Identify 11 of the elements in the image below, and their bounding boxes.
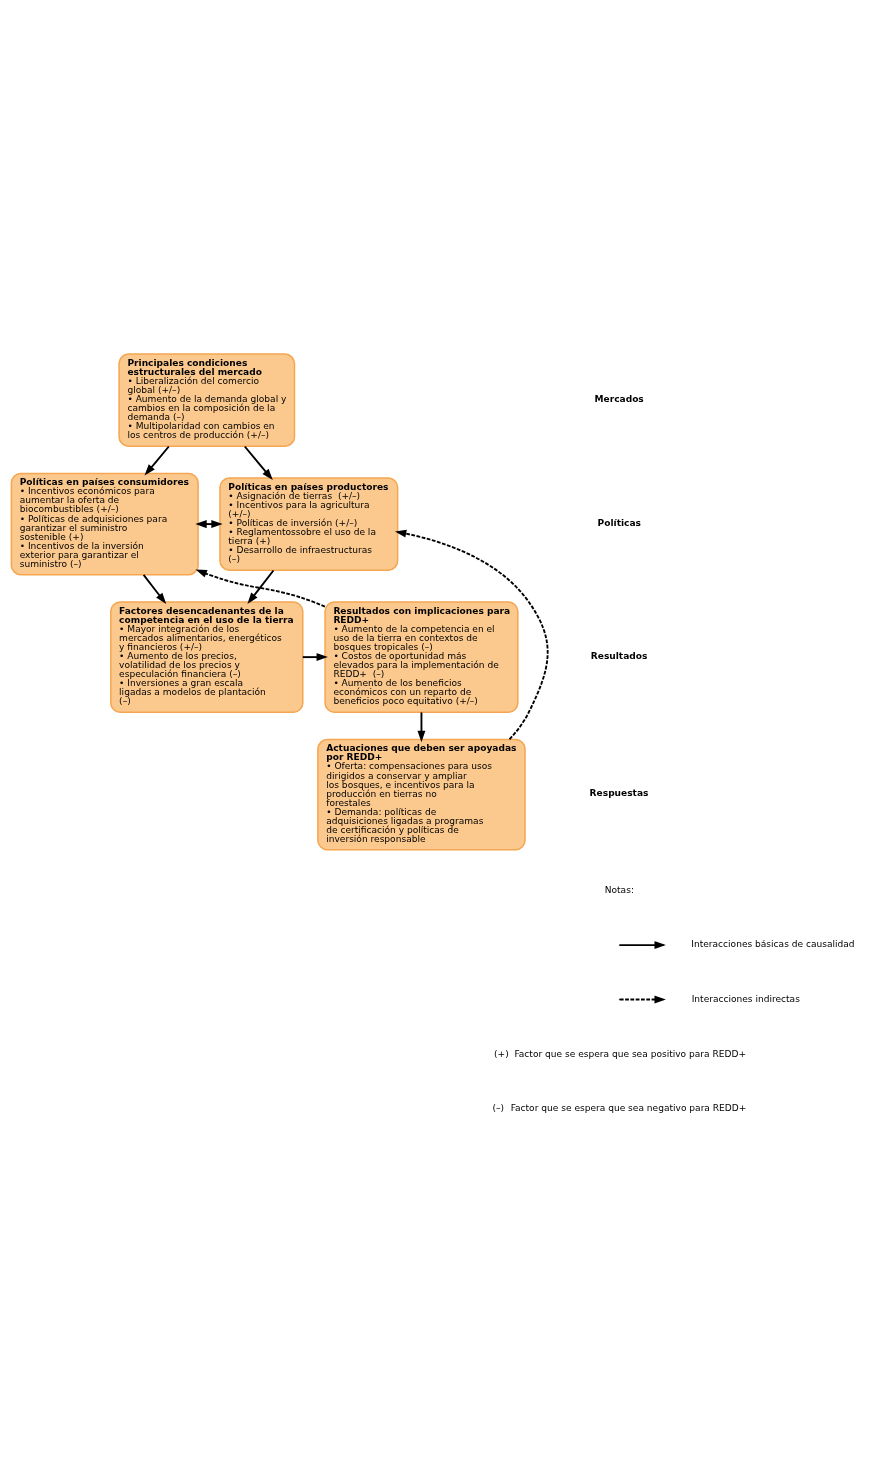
label: Mercados <box>594 393 644 404</box>
legend-label: Interacciones básicas de causalidad <box>691 939 855 950</box>
legend-label: Interacciones indirectas <box>691 993 800 1004</box>
label: Resultados <box>590 650 648 661</box>
label: Respuestas <box>589 788 649 799</box>
label: Factor que se espera que sea positivo para REDD+ <box>514 1048 747 1059</box>
label: (–) <box>492 1103 505 1114</box>
label: Factor que se espera que sea negativo para REDD+ <box>510 1103 747 1114</box>
label: (+) <box>494 1048 509 1059</box>
label: Notas: <box>604 885 634 896</box>
label: Políticas <box>597 517 641 528</box>
